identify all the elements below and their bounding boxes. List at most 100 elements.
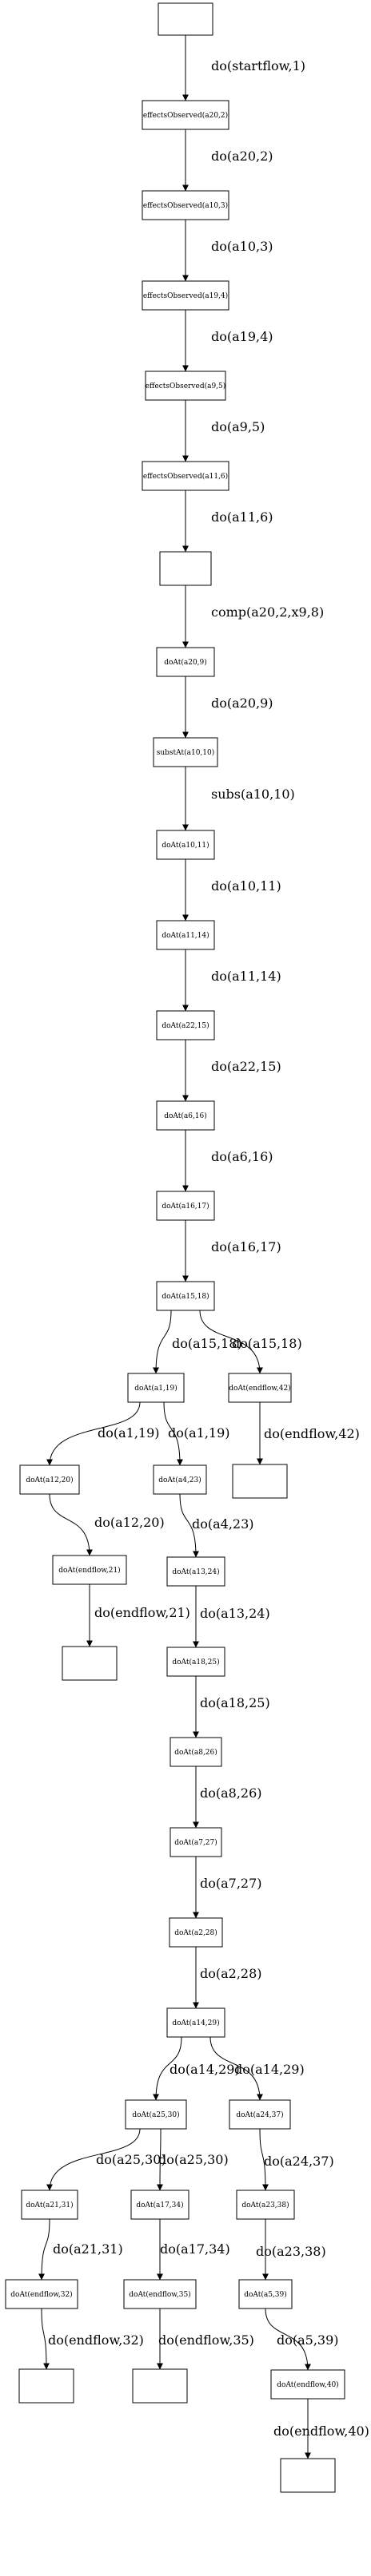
empty-node-box bbox=[62, 1646, 118, 1681]
node-box bbox=[270, 2369, 345, 2400]
edge-label: do(a4,23) bbox=[192, 1516, 254, 1532]
node-n37 bbox=[132, 2368, 188, 2404]
edge-label: do(a15,18) bbox=[232, 1336, 302, 1351]
edge-n24-n25: do(a8,26) bbox=[193, 1766, 262, 1829]
node-box bbox=[170, 1827, 222, 1857]
edge-label: do(a14,29) bbox=[170, 2062, 240, 2077]
edge-arrow bbox=[259, 2128, 269, 2191]
node-box bbox=[142, 190, 229, 220]
edge-label: do(a25,30) bbox=[96, 2152, 166, 2167]
node-label: doAt(endflow,35) bbox=[129, 2290, 190, 2299]
node-n23: doAt(a18,25) bbox=[166, 1647, 225, 1677]
edge-n3-n4: do(a19,4) bbox=[182, 310, 273, 372]
edge-label: do(a5,39) bbox=[277, 2332, 339, 2348]
edge-label: do(a10,11) bbox=[211, 878, 281, 894]
node-box bbox=[21, 2190, 78, 2220]
node-n17 bbox=[232, 1464, 288, 1499]
edge-label: do(a9,5) bbox=[211, 419, 265, 434]
edge-arrow bbox=[153, 1310, 172, 1374]
node-n24: doAt(a8,26) bbox=[170, 1737, 222, 1767]
node-box bbox=[229, 2099, 291, 2130]
node-n30: doAt(a21,31) bbox=[21, 2190, 78, 2220]
edge-arrow bbox=[49, 1493, 93, 1556]
node-label: doAt(a13,24) bbox=[172, 1567, 219, 1576]
node-n6 bbox=[159, 551, 212, 586]
edge-label: comp(a20,2,x9,8) bbox=[211, 604, 324, 620]
node-label: doAt(a4,23) bbox=[158, 1476, 201, 1484]
node-label: doAt(a15,18) bbox=[162, 1292, 209, 1301]
edge-n30-n33: do(a21,31) bbox=[38, 2218, 123, 2281]
node-label: doAt(a5,39) bbox=[244, 2290, 287, 2299]
node-box bbox=[123, 2279, 197, 2309]
edge-arrow bbox=[199, 1310, 263, 1374]
node-n10: doAt(a11,14) bbox=[156, 920, 215, 950]
node-n18: doAt(a12,20) bbox=[19, 1464, 80, 1495]
node-label: doAt(a25,30) bbox=[132, 2110, 179, 2119]
edge-label: do(a2,28) bbox=[200, 1966, 262, 1981]
edge-n14-n15: do(a15,18) bbox=[153, 1310, 242, 1374]
node-n4: effectsObserved(a9,5) bbox=[145, 371, 226, 401]
node-box bbox=[153, 1464, 207, 1495]
node-n21 bbox=[62, 1646, 118, 1681]
node-label: doAt(a8,26) bbox=[174, 1748, 217, 1757]
node-box bbox=[153, 737, 218, 767]
node-n2: effectsObserved(a10,3) bbox=[142, 190, 229, 220]
edge-arrow bbox=[163, 1401, 183, 1466]
edge-n6-n7: comp(a20,2,x9,8) bbox=[182, 585, 324, 648]
node-box bbox=[166, 2007, 225, 2038]
edge-n23-n24: do(a18,25) bbox=[193, 1676, 270, 1738]
edge-label: do(a19,4) bbox=[211, 329, 273, 344]
node-label: doAt(endflow,42) bbox=[229, 1384, 290, 1393]
edge-n1-n2: do(a20,2) bbox=[182, 129, 273, 192]
empty-node-box bbox=[232, 1464, 288, 1499]
node-box bbox=[156, 1281, 215, 1311]
node-box bbox=[156, 830, 215, 860]
node-n20: doAt(endflow,21) bbox=[52, 1555, 127, 1585]
node-start bbox=[158, 2, 213, 36]
edge-n32-n35: do(a23,38) bbox=[256, 2219, 326, 2281]
edge-label: do(endflow,35) bbox=[158, 2332, 254, 2348]
edge-label: do(a13,24) bbox=[200, 1606, 270, 1621]
node-label: doAt(a18,25) bbox=[172, 1658, 219, 1666]
node-label: doAt(a14,29) bbox=[172, 2019, 219, 2027]
node-box bbox=[142, 461, 229, 491]
edge-label: do(endflow,32) bbox=[48, 2332, 144, 2348]
edge-label: do(a8,26) bbox=[200, 1785, 262, 1801]
edge-arrow bbox=[41, 2308, 50, 2370]
empty-node-box bbox=[159, 551, 212, 586]
edge-n25-n26: do(a7,27) bbox=[193, 1857, 262, 1919]
edge-label: do(a17,34) bbox=[160, 2241, 230, 2257]
empty-node-box bbox=[18, 2368, 74, 2404]
edge-label: do(a6,16) bbox=[211, 1149, 273, 1164]
edge-label: do(a20,2) bbox=[211, 149, 273, 164]
edge-arrow bbox=[179, 1493, 199, 1558]
node-n11: doAt(a22,15) bbox=[156, 1010, 215, 1040]
edge-n7-n8: do(a20,9) bbox=[182, 676, 273, 739]
node-box bbox=[52, 1555, 127, 1585]
node-label: doAt(a17,34) bbox=[136, 2201, 183, 2209]
node-box bbox=[142, 100, 229, 130]
edge-arrow bbox=[265, 2308, 311, 2371]
node-n12: doAt(a6,16) bbox=[156, 1100, 215, 1131]
node-n9: doAt(a10,11) bbox=[156, 830, 215, 860]
empty-node-box bbox=[158, 2, 213, 36]
node-n39 bbox=[280, 2458, 336, 2493]
node-n36 bbox=[18, 2368, 74, 2404]
node-box bbox=[166, 1647, 225, 1677]
node-n8: substAt(a10,10) bbox=[153, 737, 218, 767]
edge-n8-n9: subs(a10,10) bbox=[182, 767, 295, 831]
node-label: doAt(a11,14) bbox=[162, 931, 209, 940]
node-n19: doAt(a4,23) bbox=[153, 1464, 207, 1495]
node-n16: doAt(endflow,42) bbox=[228, 1373, 292, 1403]
edge-n35-n38: do(a5,39) bbox=[265, 2308, 339, 2371]
edge-n22-n23: do(a13,24) bbox=[193, 1586, 270, 1648]
empty-node-box bbox=[132, 2368, 188, 2404]
edge-n19-n22: do(a4,23) bbox=[179, 1493, 254, 1558]
node-box bbox=[19, 1464, 80, 1495]
edge-label: do(startflow,1) bbox=[211, 58, 305, 73]
edge-n18-n20: do(a12,20) bbox=[49, 1493, 165, 1556]
edge-label: do(a24,37) bbox=[264, 2154, 334, 2169]
edge-arrow bbox=[157, 2128, 164, 2191]
